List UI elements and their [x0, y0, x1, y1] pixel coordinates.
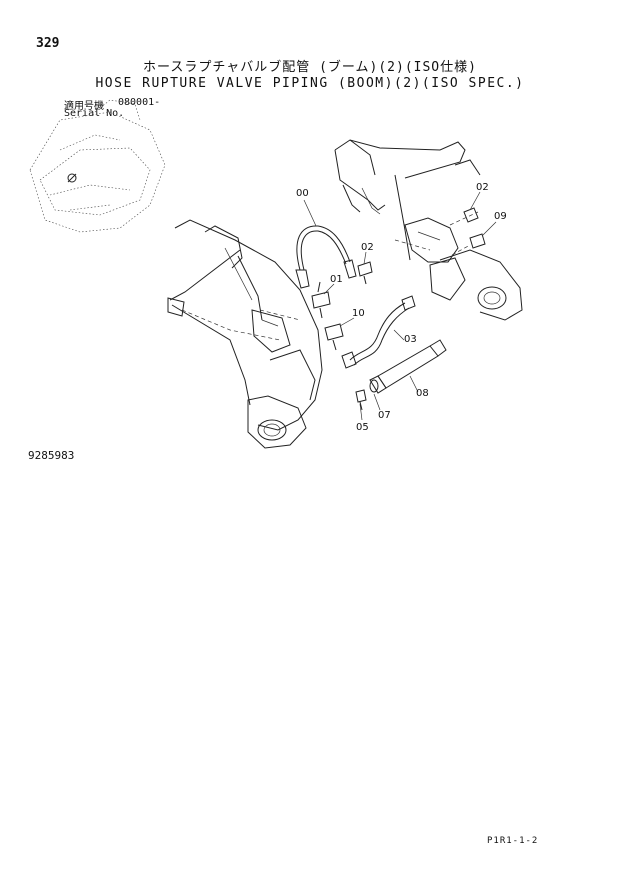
serial-label-english: Serial No.: [64, 108, 125, 119]
callout-03: 03: [404, 334, 417, 345]
fittings: [311, 207, 486, 351]
page-title-japanese: ホースラプチャバルブ配管 (ブーム)(2)(ISO仕様): [143, 60, 477, 75]
page-title-english: HOSE RUPTURE VALVE PIPING (BOOM)(2)(ISO …: [95, 76, 525, 91]
right-boom-bracket: [334, 139, 523, 321]
callout-02-right: 02: [476, 182, 489, 193]
callout-labels: 00 02 09 02 01 10 03 08 07 05: [296, 182, 507, 433]
callout-01: 01: [330, 274, 343, 285]
callout-05: 05: [356, 422, 369, 433]
serial-label-japanese: 適用号機: [64, 101, 104, 112]
leader-lines: [303, 191, 497, 421]
bolt-05: [355, 389, 367, 411]
hose-00: [295, 225, 357, 289]
callout-08: 08: [416, 388, 429, 399]
footer-code: P1R1-1-2: [487, 836, 539, 846]
callout-09: 09: [494, 211, 507, 222]
pipe-03: [341, 295, 416, 369]
callout-02-center: 02: [361, 242, 374, 253]
page-number: 329: [36, 36, 60, 51]
callout-10: 10: [352, 308, 365, 319]
callout-00: 00: [296, 188, 309, 199]
machine-overview-thumbnail: [29, 99, 166, 233]
valve-rod-08: [369, 339, 447, 394]
document-number: 9285983: [28, 449, 75, 462]
serial-number-value: 080001-: [118, 97, 161, 108]
callout-07: 07: [378, 410, 391, 421]
left-boom-bracket: [167, 219, 323, 449]
